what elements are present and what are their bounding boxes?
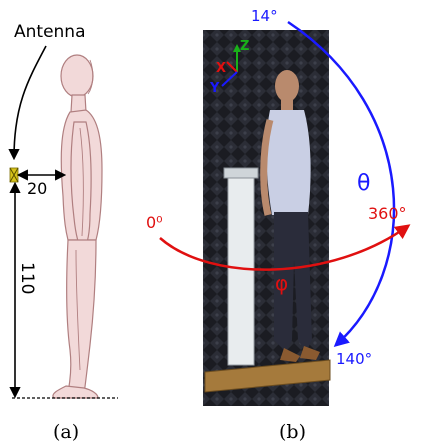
antenna-label: Antenna xyxy=(14,22,86,42)
theta-start-label: 14° xyxy=(251,7,278,25)
coordinate-axes: Z X Y xyxy=(209,39,249,96)
rotation-platform xyxy=(204,359,331,393)
test-subject xyxy=(260,70,320,362)
height-label: 110 xyxy=(17,262,37,294)
phi-arc xyxy=(159,224,411,271)
panel-b: Z X Y 14° θ 140° 0⁰ φ 360° (b) xyxy=(146,7,411,443)
phi-start-label: 0⁰ xyxy=(146,213,163,232)
z-axis-arrowhead xyxy=(233,44,241,52)
theta-arc xyxy=(287,20,396,348)
theta-end-label: 140° xyxy=(336,350,372,368)
phi-symbol: φ xyxy=(275,271,288,295)
x-axis xyxy=(226,61,238,73)
pedestal-top xyxy=(223,167,259,179)
theta-symbol: θ xyxy=(357,171,370,196)
phantom-contours xyxy=(75,59,94,371)
phi-end-label: 360° xyxy=(368,204,407,223)
antenna-pointer-arrow xyxy=(8,45,47,161)
y-axis xyxy=(221,71,238,87)
panel-a: Antenna 20 xyxy=(8,22,118,443)
distance-label: 20 xyxy=(27,179,47,198)
caption-b: (b) xyxy=(279,421,306,443)
axis-x-label: X xyxy=(216,61,226,76)
human-phantom xyxy=(52,54,103,399)
axis-y-label: Y xyxy=(209,81,220,96)
caption-a: (a) xyxy=(53,421,79,443)
axis-z-label: Z xyxy=(240,39,249,54)
antenna-cross xyxy=(9,167,19,183)
